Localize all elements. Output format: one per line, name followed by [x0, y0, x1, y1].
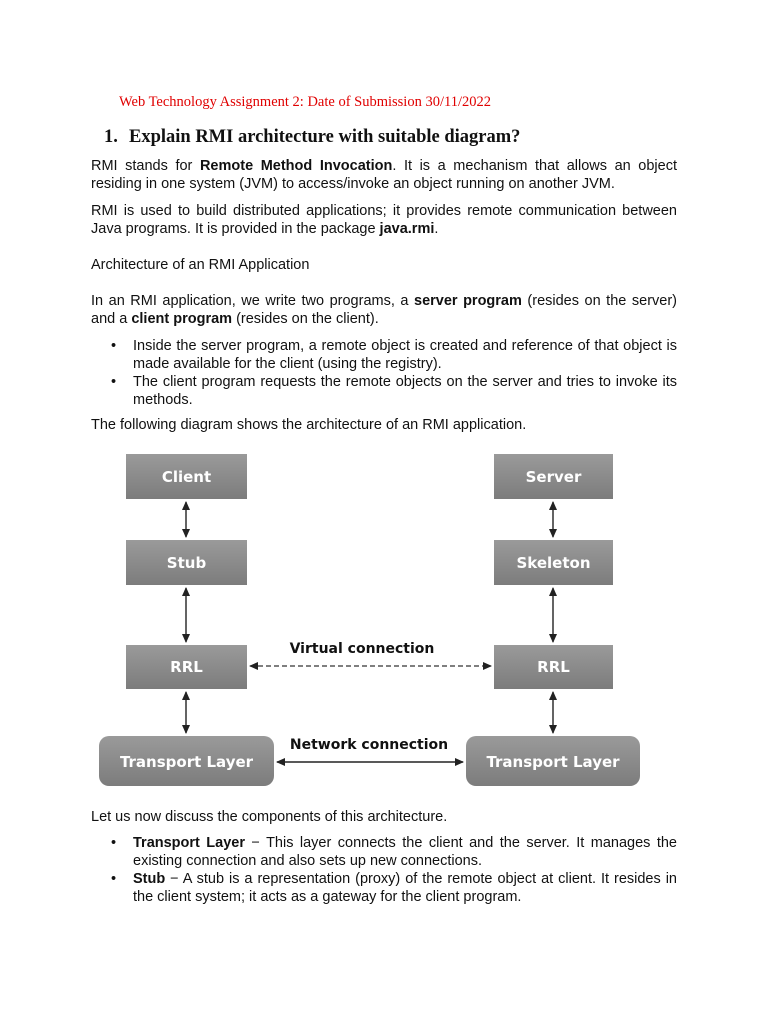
- list-item: • Stub − A stub is a representation (prox…: [91, 870, 677, 906]
- list-item-text: The client program requests the remote o…: [133, 374, 677, 408]
- bullet-icon: •: [111, 338, 117, 354]
- text-run: (resides on the client).: [232, 311, 379, 327]
- list-item: • The client program requests the remote …: [91, 373, 677, 409]
- client-box: Client: [126, 454, 247, 499]
- list-item: • Transport Layer − This layer connects t…: [91, 834, 677, 870]
- question-number: 1.: [104, 127, 118, 147]
- paragraph-rmi-definition: RMI stands for Remote Method Invocation.…: [91, 157, 677, 193]
- assignment-header: Web Technology Assignment 2: Date of Sub…: [119, 94, 491, 110]
- bold-term: client program: [131, 311, 233, 327]
- server-label: Server: [526, 468, 582, 486]
- bold-term: server program: [414, 293, 522, 309]
- paragraph-components-intro: Let us now discuss the components of thi…: [91, 809, 448, 825]
- text-run: (resides on the server) and a: [91, 293, 677, 327]
- bullet-icon: •: [111, 835, 117, 851]
- text-run: .: [434, 221, 439, 237]
- bullet-list-programs: • Inside the server program, a remote obj…: [91, 337, 677, 409]
- list-item: • Inside the server program, a remote obj…: [91, 337, 677, 373]
- transport-layer-label-left: Transport Layer: [120, 753, 254, 771]
- stub-label: Stub: [167, 554, 207, 572]
- virtual-connection-label: Virtual connection: [290, 641, 435, 657]
- text-run: RMI is used to build distributed applica…: [91, 203, 677, 237]
- question-text: Explain RMI architecture with suitable d…: [129, 127, 521, 147]
- transport-layer-label-right: Transport Layer: [486, 753, 620, 771]
- stub-box: Stub: [126, 540, 247, 585]
- skeleton-label: Skeleton: [516, 554, 590, 572]
- transport-layer-box-right: Transport Layer: [466, 736, 640, 786]
- bullet-icon: •: [111, 374, 117, 390]
- transport-layer-box-left: Transport Layer: [99, 736, 274, 786]
- bold-term: Transport Layer: [133, 835, 245, 851]
- rrl-box-right: RRL: [494, 645, 613, 689]
- list-item-text: − A stub is a representation (proxy) of …: [133, 871, 677, 905]
- client-label: Client: [162, 468, 211, 486]
- server-box: Server: [494, 454, 613, 499]
- list-item-text: − This layer connects the client and the…: [133, 835, 678, 869]
- bold-term: Stub: [133, 871, 166, 887]
- question-heading: 1. Explain RMI architecture with suitable…: [104, 127, 520, 148]
- bold-term: java.rmi: [379, 221, 435, 237]
- rrl-box-left: RRL: [126, 645, 247, 689]
- paragraph-architecture-heading: Architecture of an RMI Application: [91, 257, 310, 273]
- network-connection-label: Network connection: [290, 737, 448, 753]
- skeleton-box: Skeleton: [494, 540, 613, 585]
- text-run: In an RMI application, we write two prog…: [91, 293, 414, 309]
- bullet-list-components: • Transport Layer − This layer connects t…: [91, 834, 677, 906]
- text-run: . It is a mechanism that allows an objec…: [91, 158, 677, 192]
- list-item-text: Inside the server program, a remote obje…: [133, 338, 677, 372]
- paragraph-two-programs: In an RMI application, we write two prog…: [91, 292, 677, 328]
- rrl-label-left: RRL: [170, 658, 203, 676]
- bullet-icon: •: [111, 871, 117, 887]
- text-run: RMI stands for: [91, 158, 200, 174]
- bold-term: Remote Method Invocation: [199, 158, 393, 174]
- rrl-label-right: RRL: [537, 658, 570, 676]
- paragraph-rmi-usage: RMI is used to build distributed applica…: [91, 202, 677, 238]
- paragraph-diagram-intro: The following diagram shows the architec…: [91, 417, 527, 433]
